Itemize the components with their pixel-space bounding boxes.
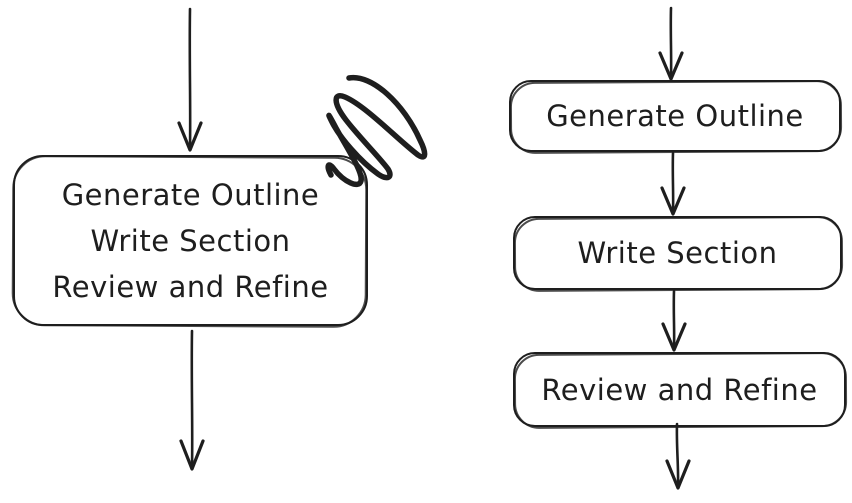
- arrow-down-icon: [665, 422, 691, 490]
- node-line: Generate Outline: [546, 99, 804, 133]
- arrow-down-icon: [661, 289, 687, 352]
- node-line: Review and Refine: [541, 372, 818, 407]
- node-label: Review and Refine: [513, 352, 846, 427]
- node-line: Review and Refine: [52, 269, 329, 304]
- flow-node-generate-outline: Generate Outline: [509, 79, 843, 155]
- node-label: Generate Outline: [509, 80, 841, 152]
- node-line: Write Section: [90, 223, 291, 258]
- node-line: Generate Outline: [61, 177, 320, 212]
- node-border: [513, 352, 846, 427]
- arrow-down-icon: [660, 151, 686, 216]
- node-label: Write Section: [513, 216, 842, 290]
- arrow-down-icon: [658, 6, 684, 81]
- node-label: Generate Outline Write Section Review an…: [13, 155, 368, 326]
- flow-node-review-and-refine: Review and Refine: [513, 351, 848, 430]
- arrow-down-icon: [179, 329, 205, 471]
- flow-node-combined-steps: Generate Outline Write Section Review an…: [11, 155, 368, 328]
- arrow-down-icon: [177, 7, 203, 152]
- node-border: [13, 155, 368, 326]
- node-border: [513, 216, 842, 290]
- node-border: [509, 80, 841, 152]
- node-line: Write Section: [577, 236, 778, 270]
- flow-node-write-section: Write Section: [513, 215, 844, 292]
